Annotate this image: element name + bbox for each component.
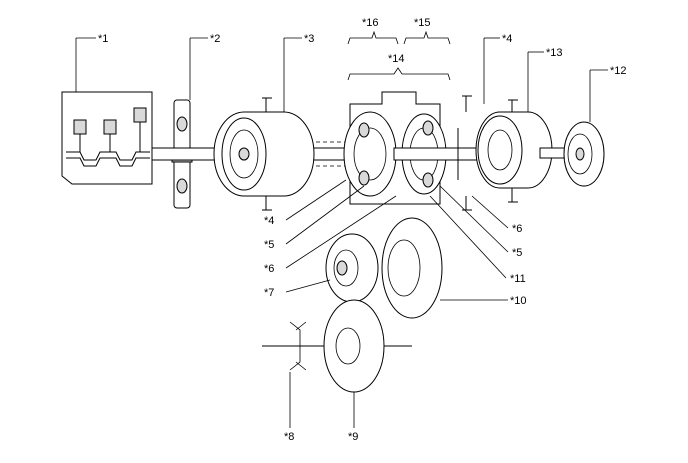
label-13: *13 (546, 47, 563, 59)
label-10: *10 (510, 295, 527, 307)
label-4-left: *4 (264, 215, 274, 227)
callouts: *1 *2 *3 *16 *15 *14 *4 *13 *12 *4 *5 *6… (75, 17, 627, 443)
mg1 (213, 97, 315, 211)
label-3: *3 (304, 33, 314, 45)
mg2 (475, 99, 581, 203)
oil-pump (563, 121, 605, 187)
engine (61, 91, 153, 185)
label-14: *14 (388, 53, 405, 65)
label-6-right: *6 (512, 223, 522, 235)
label-8: *8 (284, 431, 294, 443)
label-5-left: *5 (264, 239, 274, 251)
counter-gears (325, 217, 443, 319)
label-2: *2 (210, 33, 220, 45)
label-11: *11 (510, 273, 526, 285)
label-5-right: *5 (512, 247, 522, 259)
label-9: *9 (348, 431, 358, 443)
label-12: *12 (610, 65, 627, 77)
label-6-left: *6 (264, 263, 274, 275)
label-4-top: *4 (502, 33, 512, 45)
label-16: *16 (362, 17, 379, 29)
label-7: *7 (264, 287, 274, 299)
label-15: *15 (414, 17, 431, 29)
label-1: *1 (98, 33, 108, 45)
differential-ring-gear (262, 299, 412, 393)
planetary-gear-units (343, 91, 485, 211)
